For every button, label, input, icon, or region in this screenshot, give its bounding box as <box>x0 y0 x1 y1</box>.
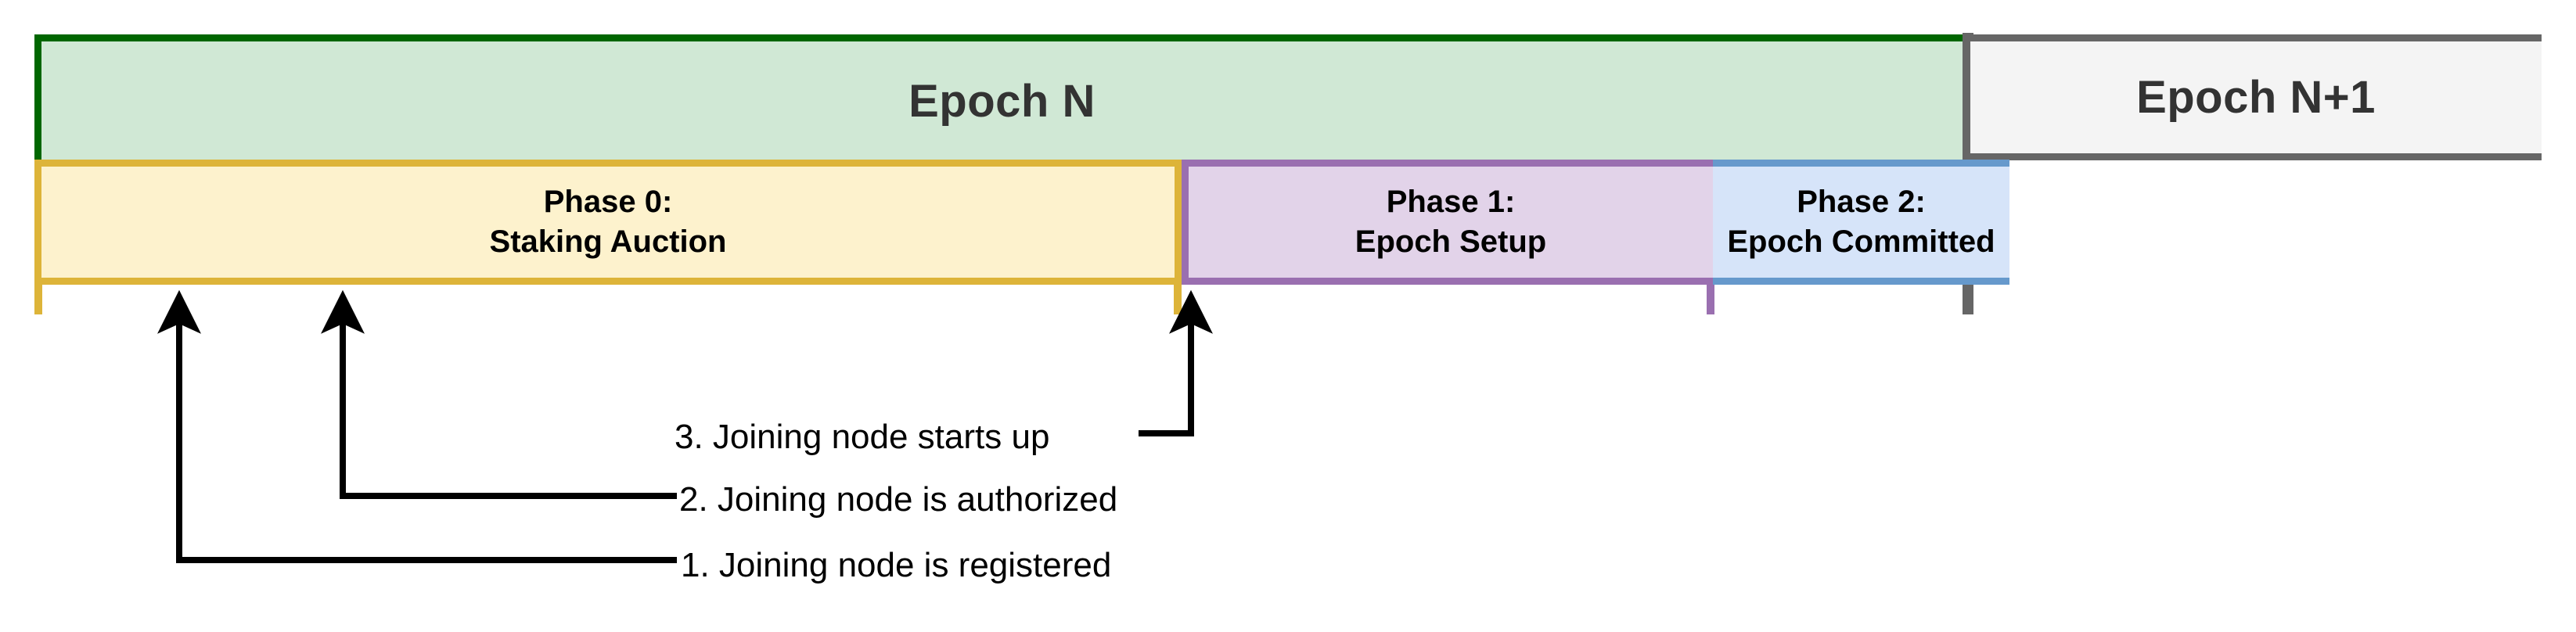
epoch-n-label: Epoch N <box>908 75 1096 127</box>
leader-line-1 <box>157 289 677 563</box>
annotation-label-3: 3. Joining node starts up <box>675 418 1050 456</box>
phase-0-end-tick <box>1174 285 1182 314</box>
annotation-label-2: 2. Joining node is authorized <box>679 480 1118 519</box>
phase-2-title: Phase 2: <box>1797 184 1926 219</box>
epoch-n-plus-1-label: Epoch N+1 <box>2136 72 2376 123</box>
phase-2-subtitle: Epoch Committed <box>1727 224 1995 259</box>
epoch-n-plus-1-box: Epoch N+1 <box>1970 34 2542 160</box>
annotation-label-1: 1. Joining node is registered <box>681 546 1112 584</box>
phase-1-subtitle: Epoch Setup <box>1355 224 1547 259</box>
phase-1-title: Phase 1: <box>1386 184 1516 219</box>
leader-line-2 <box>321 289 677 499</box>
phase-0-box: Phase 0: Staking Auction <box>34 160 1182 285</box>
phase-2-box: Phase 2: Epoch Committed <box>1713 160 2009 285</box>
phase-0-subtitle: Staking Auction <box>489 224 727 259</box>
phase-1-end-tick <box>1707 285 1714 314</box>
phase-0-start-tick <box>34 285 42 314</box>
phase-1-box: Phase 1: Epoch Setup <box>1182 160 1713 285</box>
epoch-n-box: Epoch N <box>34 34 1963 160</box>
phase-0-title: Phase 0: <box>543 184 673 219</box>
leader-line-3 <box>1139 289 1213 436</box>
